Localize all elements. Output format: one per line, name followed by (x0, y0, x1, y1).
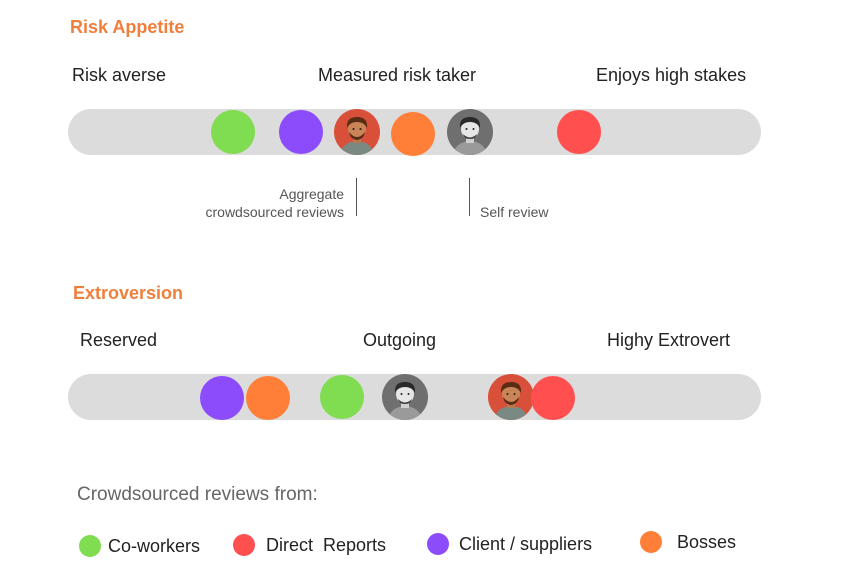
extroversion-mid-label: Outgoing (363, 330, 437, 350)
risk-direct-reports-marker (557, 110, 601, 154)
aggregate-note-line2: crowdsourced reviews (205, 204, 345, 220)
extroversion-right-label: Highy Extrovert (607, 330, 731, 350)
extro-clients-marker (200, 376, 244, 420)
risk-right-label: Enjoys high stakes (596, 65, 747, 85)
aggregate-note: Aggregate crowdsourced reviews (206, 185, 345, 221)
extro-self-avatar-icon (382, 374, 428, 420)
legend-clients-label: Client / suppliers (459, 534, 593, 554)
aggregate-pointer-line (356, 178, 357, 216)
extro-aggregate-avatar-icon (488, 374, 534, 420)
legend-title: Crowdsourced reviews from: (77, 484, 318, 505)
risk-left-label: Risk averse (72, 65, 167, 85)
legend-clients-dot (427, 533, 449, 555)
self-pointer-line (469, 178, 470, 216)
risk-mid-label: Measured risk taker (318, 65, 477, 85)
extroversion-title: Extroversion (73, 283, 184, 303)
extro-direct-reports-marker (531, 376, 575, 420)
risk-aggregate-avatar-icon (334, 109, 380, 155)
extroversion-left-label: Reserved (80, 330, 158, 350)
legend-coworkers-dot (79, 535, 101, 557)
legend-coworkers-label: Co-workers (108, 536, 201, 556)
self-review-note: Self review (480, 204, 549, 220)
aggregate-note-line1: Aggregate (279, 186, 344, 202)
extro-bosses-marker (246, 376, 290, 420)
risk-bosses-marker (391, 112, 435, 156)
legend-bosses-dot (640, 531, 662, 553)
extro-coworkers-marker (320, 375, 364, 419)
legend-bosses-label: Bosses (677, 532, 737, 552)
legend-direct-reports-label: Direct Reports (266, 535, 387, 555)
risk-self-avatar-icon (447, 109, 493, 155)
risk-clients-marker (279, 110, 323, 154)
risk-appetite-title: Risk Appetite (70, 17, 185, 37)
legend-direct-reports-dot (233, 534, 255, 556)
risk-coworkers-marker (211, 110, 255, 154)
